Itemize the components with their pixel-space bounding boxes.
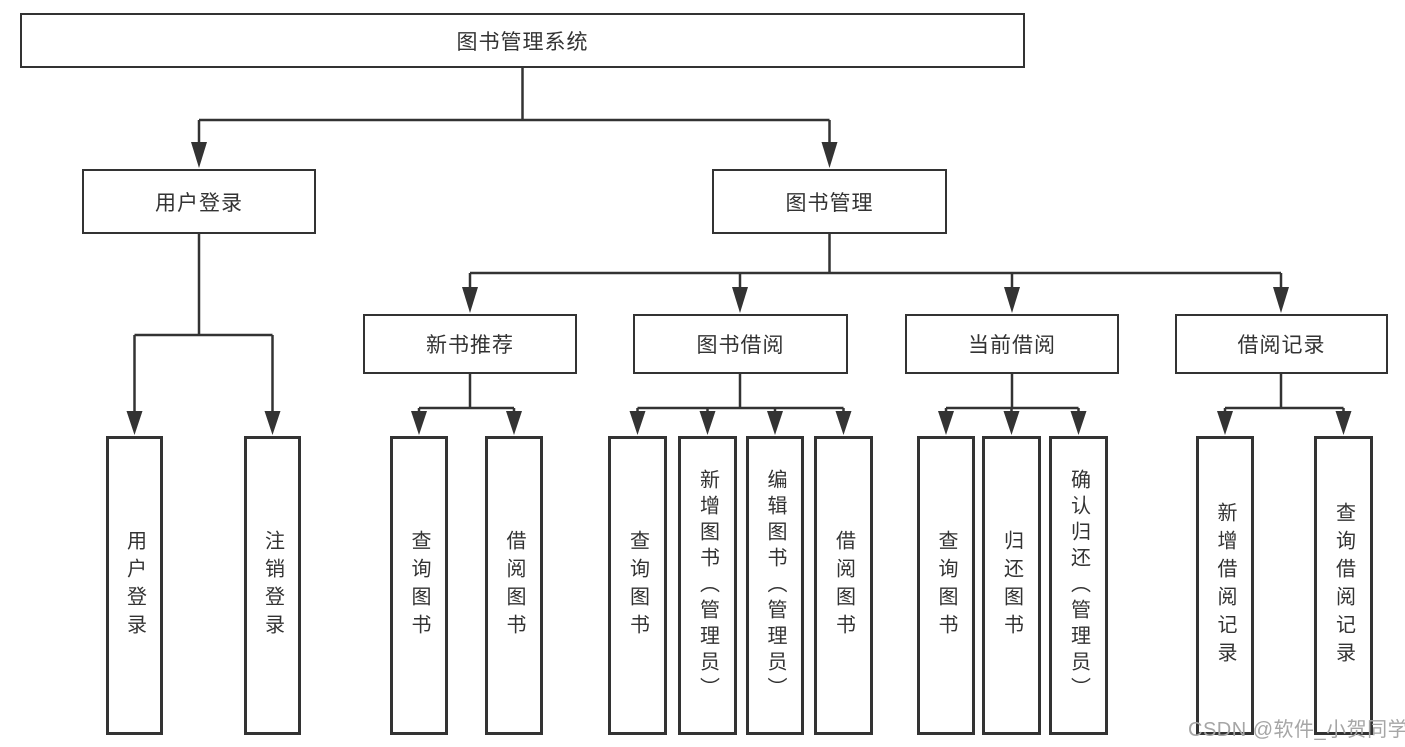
connector-borrow-records-to-leaves [1217,374,1352,435]
connector-book-borrow-to-leaves [629,374,852,435]
csdn-watermark: CSDN @软件_小贺同学 [1188,719,1405,741]
leaf-current-confirm-return-admin: 确认归还（管理员） [1049,436,1108,735]
node-current-borrowing: 当前借阅 [905,314,1119,374]
leaf-newrec-borrow-books: 借阅图书 [485,436,543,735]
leaf-borrow-edit-books-admin: 编辑图书（管理员） [746,436,804,735]
leaf-logout-login: 注销登录 [244,436,301,735]
connector-current-borrow-to-leaves [938,374,1087,435]
leaf-records-query-borrow-record: 查询借阅记录 [1314,436,1373,735]
connector-new-book-to-leaves [411,374,522,435]
node-book-borrowing: 图书借阅 [633,314,848,374]
leaf-records-add-borrow-record: 新增借阅记录 [1196,436,1254,735]
leaf-borrow-add-books-admin: 新增图书（管理员） [678,436,737,735]
node-book-management: 图书管理 [712,169,947,234]
node-new-book-recommend: 新书推荐 [363,314,577,374]
connector-root-to-level2 [191,68,838,168]
leaf-borrow-query-books: 查询图书 [608,436,667,735]
leaf-user-login: 用户登录 [106,436,163,735]
node-borrowing-records: 借阅记录 [1175,314,1388,374]
leaf-newrec-query-books: 查询图书 [390,436,448,735]
leaf-current-query-books: 查询图书 [917,436,975,735]
connector-book-mgmt-to-level3 [462,234,1289,313]
node-root-system: 图书管理系统 [20,13,1025,68]
leaf-current-return-books: 归还图书 [982,436,1041,735]
connector-user-login-to-leaves [126,234,281,435]
node-user-login: 用户登录 [82,169,316,234]
leaf-borrow-borrow-books: 借阅图书 [814,436,873,735]
